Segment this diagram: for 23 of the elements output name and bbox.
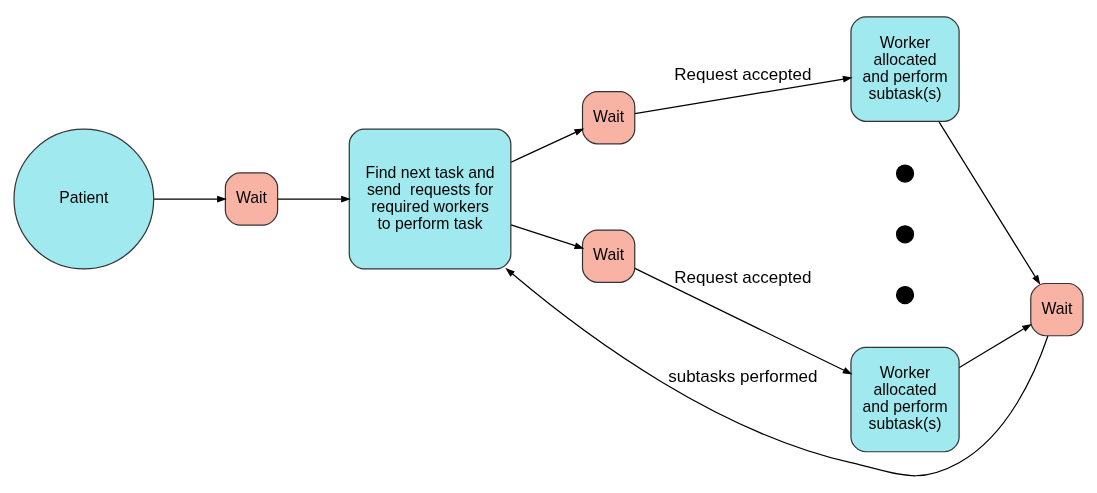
node-box: Wait (1030, 282, 1084, 337)
edge-label: Request accepted (674, 268, 812, 288)
arrow (958, 323, 1032, 369)
node-box: Wait (581, 90, 636, 145)
edge-label: Request accepted (674, 65, 812, 85)
node-box: Worker allocated and perform subtask(s) (850, 346, 960, 453)
node-box: Worker allocated and perform subtask(s) (850, 16, 960, 122)
node-circle: Patient (13, 128, 155, 270)
node-box: Find next task and send requests for required workers to perform task (348, 128, 512, 270)
node-circle (895, 285, 915, 305)
arrow (634, 75, 853, 115)
arrow (277, 195, 351, 203)
arrow (153, 195, 227, 203)
node-box: Wait (224, 172, 279, 226)
arrow (505, 267, 1049, 477)
node-circle (895, 225, 915, 244)
arrow (634, 267, 853, 375)
edge-label: subtasks performed (668, 366, 818, 386)
arrow (938, 121, 1041, 285)
arrow (510, 128, 585, 163)
node-box: Wait (581, 229, 636, 283)
node-circle (895, 164, 915, 183)
arrow (510, 224, 585, 249)
